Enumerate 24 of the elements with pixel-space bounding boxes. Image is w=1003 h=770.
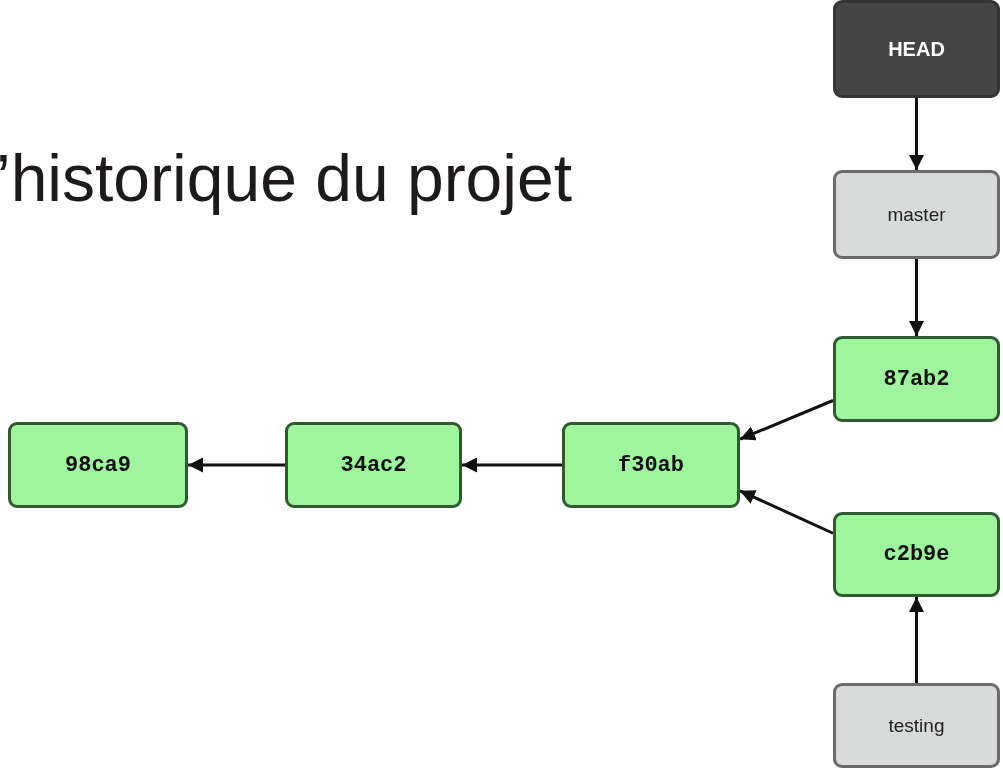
arrow <box>739 399 834 441</box>
arrow <box>739 489 834 535</box>
node-label: 34ac2 <box>340 452 407 478</box>
node-label: f30ab <box>618 452 684 478</box>
arrow <box>909 259 924 336</box>
node-label: master <box>887 203 946 226</box>
arrow <box>462 457 562 473</box>
title: ’historique du projet <box>0 140 573 216</box>
commit-box <box>285 422 462 508</box>
commit-box <box>833 512 1000 597</box>
node-label: HEAD <box>888 37 945 61</box>
arrow <box>909 98 924 170</box>
branch-box <box>833 683 1000 768</box>
arrow <box>188 457 285 473</box>
node-label: c2b9e <box>883 542 950 567</box>
commit-box <box>562 422 740 508</box>
commit-box <box>8 422 188 508</box>
arrow <box>909 597 924 683</box>
node-label: testing <box>888 714 945 737</box>
branch-box <box>833 170 1000 259</box>
node-label: 98ca9 <box>65 452 131 478</box>
commit-box <box>833 336 1000 422</box>
node-label: 87ab2 <box>883 366 950 392</box>
head-pointer-box <box>833 0 1000 98</box>
